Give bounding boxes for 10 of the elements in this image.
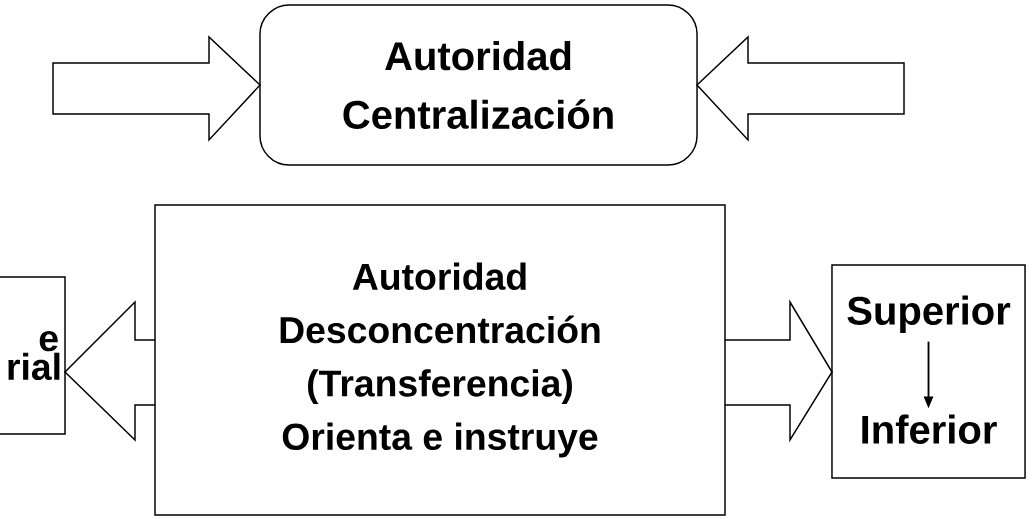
box: e rial (0, 276, 66, 435)
block-arrow (695, 35, 905, 142)
box-text: Superior (847, 295, 1011, 333)
block-arrow (63, 300, 156, 442)
box-text: Inferior (862, 414, 997, 444)
rounded-box: Autoridad Centralización (259, 4, 698, 166)
block-arrow (52, 35, 262, 142)
block-arrow-box: Autoridad Desconcentración (Transferencia) Orienta e instruye (154, 204, 726, 516)
box (831, 264, 1026, 479)
block-arrow (724, 299, 833, 443)
